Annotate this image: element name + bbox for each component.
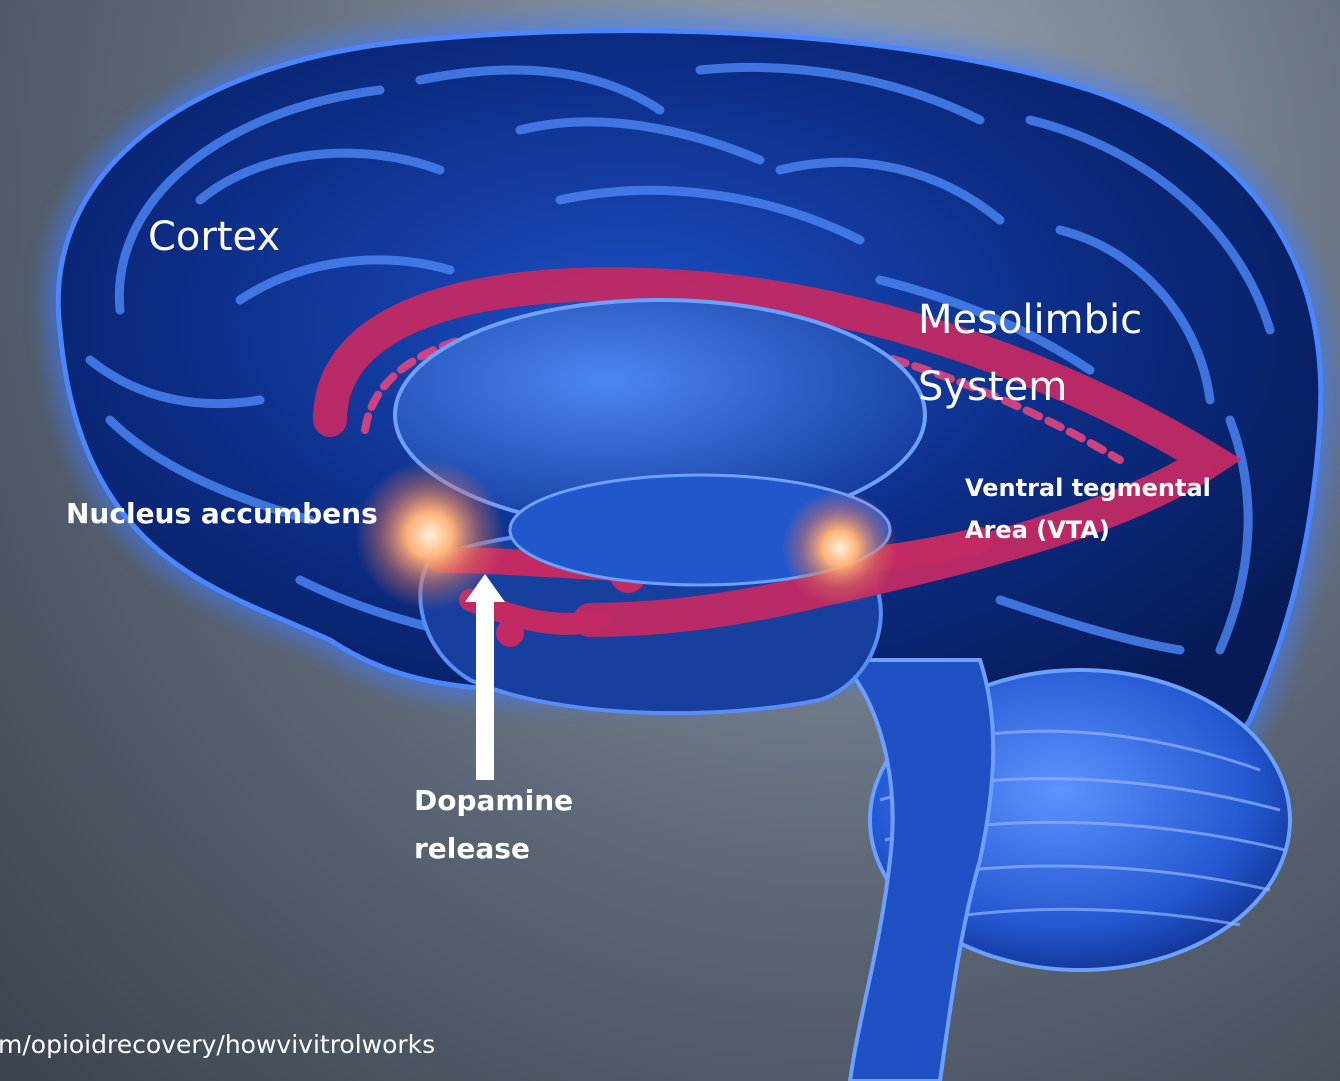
vta-label-line1: Ventral tegmental: [965, 475, 1211, 503]
brainstem: [840, 660, 993, 1081]
mesolimbic-label-line2: System: [918, 364, 1067, 410]
vta-glow: [782, 490, 898, 606]
dopamine-label-line1: Dopamine: [414, 785, 573, 817]
source-url-text: m/opioidrecovery/howvivitrolworks: [0, 1030, 435, 1059]
vta-label-line2: Area (VTA): [965, 517, 1110, 545]
dopamine-label-line2: release: [414, 833, 530, 865]
pathway-node: [496, 619, 524, 647]
nucleus-accumbens-label: Nucleus accumbens: [66, 498, 378, 530]
cortex-label: Cortex: [148, 214, 280, 260]
mesolimbic-label-line1: Mesolimbic: [918, 297, 1142, 343]
